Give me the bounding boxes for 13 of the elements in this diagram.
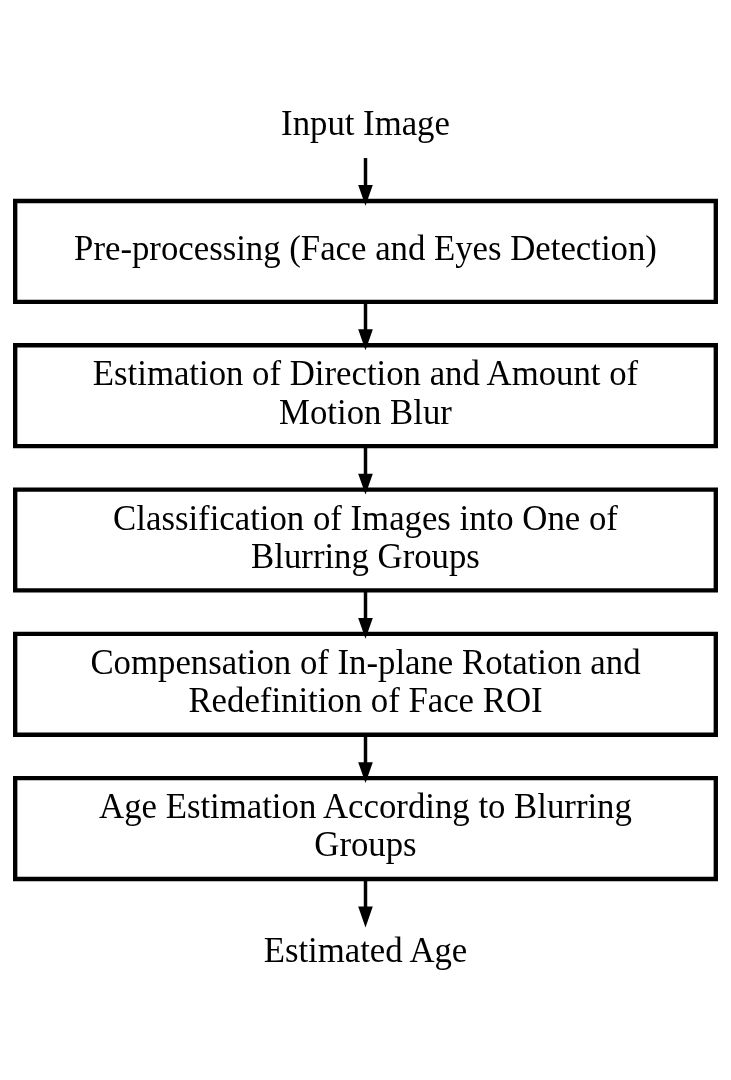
arrow	[358, 446, 373, 495]
arrow	[358, 158, 373, 206]
arrow	[358, 735, 373, 784]
node-box: Classification of Images into One of Blurring Groups	[13, 487, 718, 593]
arrow	[358, 879, 373, 928]
node-text: Estimated Age	[263, 931, 468, 971]
arrow	[358, 591, 373, 639]
node-box: Pre-processing (Face and Eyes Detection)	[13, 198, 718, 304]
node-text: Input Image	[281, 103, 450, 143]
node-box: Age Estimation According to Blurring Groups	[13, 776, 718, 882]
node-box: Estimation of Direction and Amount of Motion Blur	[13, 343, 718, 449]
arrow	[358, 302, 373, 351]
node-box: Compensation of In-plane Rotation and Redefinition of Face ROI	[13, 631, 718, 737]
